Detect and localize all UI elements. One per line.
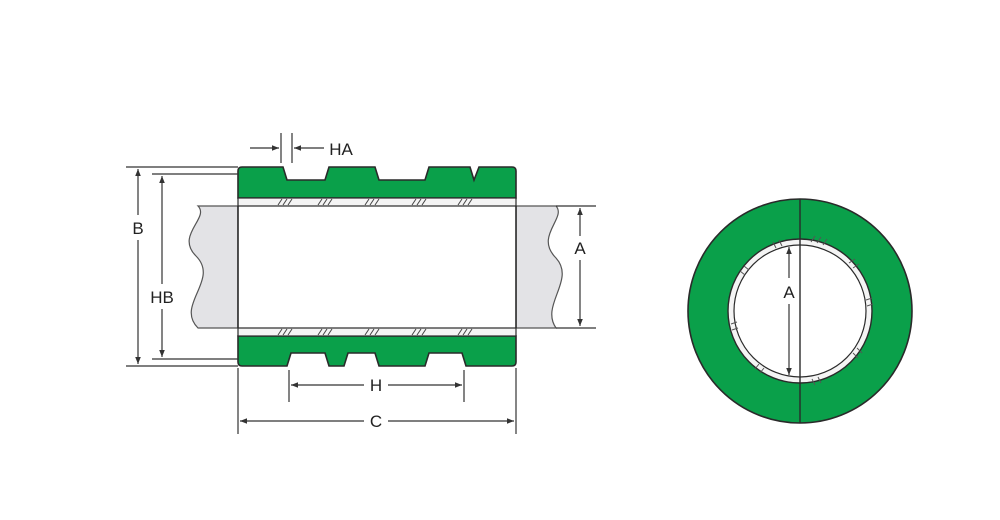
dimension-c bbox=[237, 368, 517, 434]
bearing-bore bbox=[238, 206, 516, 328]
dimension-c-label: C bbox=[370, 412, 382, 431]
shaft-right bbox=[515, 205, 563, 329]
dimension-ha-label: HA bbox=[329, 140, 353, 159]
dimension-a-side bbox=[556, 205, 596, 329]
dimension-h-label: H bbox=[370, 376, 382, 395]
bearing-wall-bottom bbox=[237, 335, 517, 367]
side-view: B HB A H bbox=[126, 133, 596, 434]
dimension-h bbox=[288, 370, 465, 402]
bearing-wall-top bbox=[237, 166, 517, 199]
dimension-b bbox=[126, 166, 238, 367]
liner-ring-hatch bbox=[730, 235, 874, 386]
shaft-left bbox=[188, 205, 239, 329]
dimension-hb bbox=[152, 173, 238, 360]
liner-bottom-hatch bbox=[277, 328, 473, 336]
end-view: A bbox=[687, 198, 913, 424]
dimension-hb-label: HB bbox=[150, 288, 174, 307]
dimension-a-end-label: A bbox=[783, 283, 795, 302]
dimension-ha bbox=[250, 133, 324, 163]
dimension-b-label: B bbox=[132, 219, 143, 238]
dimension-a-side-label: A bbox=[574, 239, 586, 258]
liner-top-hatch bbox=[277, 198, 473, 206]
